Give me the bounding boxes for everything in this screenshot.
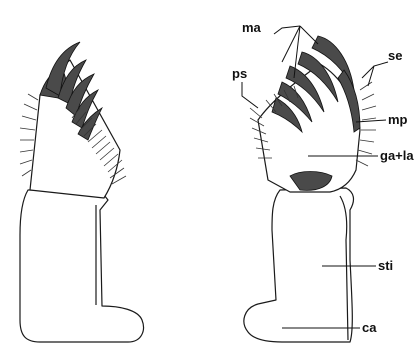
right-maxilla — [244, 36, 376, 342]
label-ma: ma — [242, 20, 262, 35]
left-stipes — [20, 190, 143, 342]
left-maxilla — [20, 42, 143, 342]
label-ps: ps — [232, 66, 247, 81]
label-sti: sti — [378, 258, 393, 273]
leader-ma-2 — [282, 26, 300, 62]
label-ga-la: ga+la — [380, 148, 414, 163]
label-ca: ca — [362, 320, 377, 335]
leader-ps — [242, 82, 258, 108]
right-stipes — [244, 188, 354, 342]
leader-ma-4 — [300, 26, 318, 44]
label-se: se — [388, 48, 402, 63]
label-mp: mp — [388, 112, 408, 127]
leader-mp — [356, 120, 386, 122]
